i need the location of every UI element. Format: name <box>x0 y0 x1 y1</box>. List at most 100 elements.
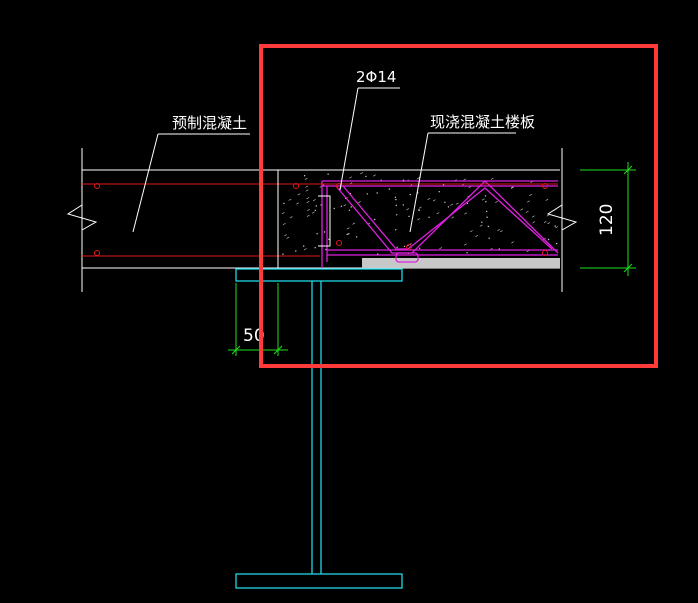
hatch-mark <box>486 216 488 218</box>
hatch-mark <box>525 210 529 213</box>
hatch-mark <box>428 216 430 218</box>
hatch-mark <box>463 178 467 181</box>
rebar-dot <box>542 183 548 189</box>
rebar-dot <box>94 250 100 256</box>
rebar-spec-label-group: 2Φ14 <box>339 68 400 191</box>
hatch-mark <box>297 193 301 196</box>
hatch-mark <box>282 253 284 255</box>
hatch-mark <box>419 247 421 249</box>
hatch-mark <box>553 208 557 211</box>
hatch-mark <box>418 206 422 209</box>
hatch-mark <box>304 177 308 180</box>
hatch-mark <box>531 215 535 218</box>
hook-bar <box>318 195 331 247</box>
hatch-mark <box>555 226 559 229</box>
hatch-mark <box>451 216 455 219</box>
hatch-mark <box>406 208 410 211</box>
cast-rebar <box>293 183 558 256</box>
hatch-mark <box>547 238 550 241</box>
hatch-mark <box>466 252 468 254</box>
steel-deck-formwork <box>362 258 560 268</box>
dim-tick-right <box>273 345 283 355</box>
thickness-dimension <box>580 162 636 276</box>
hatch-mark <box>373 174 376 177</box>
hatch-mark <box>366 193 368 195</box>
rebar-truss <box>321 180 559 268</box>
hatch-mark <box>545 198 549 201</box>
hatch-mark <box>527 200 530 203</box>
highlight-box <box>259 44 658 368</box>
hatch-mark <box>529 193 533 196</box>
hatch-mark <box>296 202 299 205</box>
hatch-mark <box>289 216 293 219</box>
hatch-mark <box>306 201 310 204</box>
hatch-mark <box>481 198 485 201</box>
hatch-mark <box>511 241 514 244</box>
anchor-hook <box>318 195 331 247</box>
hatch-mark <box>315 205 317 207</box>
hatch-mark <box>495 201 498 204</box>
hatch-mark <box>316 233 318 235</box>
hatch-mark <box>520 208 524 211</box>
hatch-mark <box>311 211 315 214</box>
cast-in-place-slab-label: 现浇混凝土楼板 <box>430 113 535 131</box>
hatch-mark <box>314 209 316 212</box>
hatch-mark <box>303 248 307 251</box>
hatch-mark <box>373 218 376 221</box>
hatch-mark <box>436 212 440 215</box>
hatch-mark <box>484 195 487 197</box>
hatch-mark <box>396 214 398 216</box>
rebar-dot <box>94 183 100 189</box>
hatch-mark <box>284 234 287 237</box>
hatch-mark <box>547 222 551 225</box>
hatch-mark <box>543 221 547 224</box>
beam-top-flange <box>235 268 403 282</box>
hatch-mark <box>306 197 310 200</box>
right-break-symbol <box>546 204 578 231</box>
hatch-mark <box>349 176 352 179</box>
hatch-mark <box>333 207 335 210</box>
hatch-mark <box>418 209 420 211</box>
hatch-mark <box>485 201 487 203</box>
hatch-mark <box>447 206 450 208</box>
dim-tick-left <box>231 345 241 355</box>
cast-leader-line <box>409 132 429 233</box>
hatch-mark <box>305 185 309 188</box>
hatch-mark <box>416 177 420 180</box>
truss-web-inner <box>342 185 553 250</box>
hatch-mark <box>395 198 397 201</box>
steel-i-beam <box>235 268 403 589</box>
hatch-mark <box>395 229 397 231</box>
hatch-mark <box>409 193 411 196</box>
hatch-mark <box>288 198 292 201</box>
hatch-mark <box>499 230 503 233</box>
hatch-mark <box>346 232 349 235</box>
precast-slab <box>66 148 560 292</box>
hatch-mark <box>439 247 443 250</box>
hatch-mark <box>348 209 350 211</box>
hatch-mark <box>340 205 343 207</box>
bearing-dimension <box>228 283 288 356</box>
hatch-mark <box>394 196 397 198</box>
hatch-mark <box>281 212 285 215</box>
hatch-mark <box>305 189 309 192</box>
hatch-mark <box>510 186 514 189</box>
rebar-dot <box>293 183 299 189</box>
dim-tick-top <box>623 165 633 175</box>
hatch-mark <box>396 246 398 248</box>
hatch-mark <box>481 221 483 223</box>
hatch-mark <box>376 192 378 194</box>
hatch-mark <box>464 243 467 246</box>
hatch-mark <box>490 177 494 180</box>
hatch-mark <box>450 203 454 206</box>
hatch-mark <box>312 199 316 202</box>
precast-label-group: 预制混凝土 <box>132 114 250 233</box>
hatch-mark <box>323 231 326 233</box>
hatch-mark <box>479 224 483 227</box>
hatch-mark <box>403 245 406 248</box>
hatch-mark <box>464 212 468 215</box>
hatch-mark <box>555 242 558 245</box>
hatch-mark <box>306 214 310 217</box>
hatch-mark <box>388 188 391 190</box>
hatch-mark <box>488 237 490 239</box>
